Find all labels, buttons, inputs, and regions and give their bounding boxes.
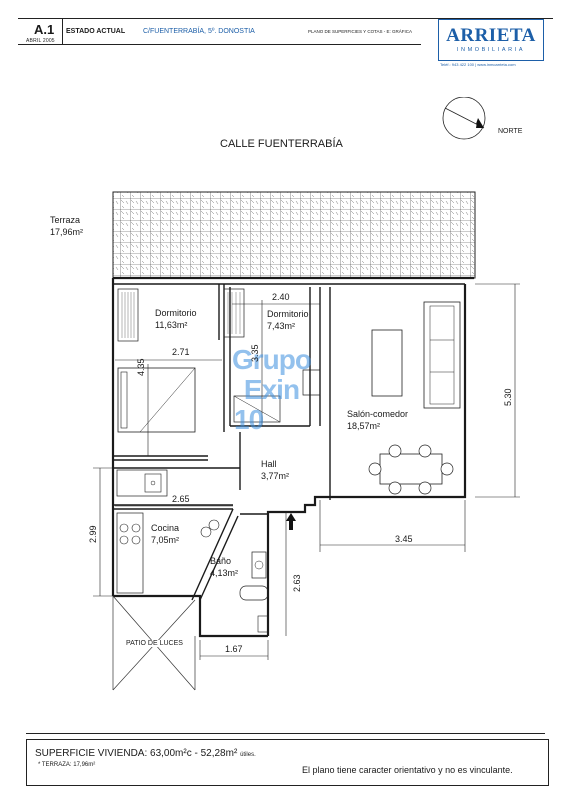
dim-2-40: 2.40 [272, 292, 290, 302]
bed-single [233, 395, 281, 423]
header-bottom-rule [18, 44, 421, 45]
room-terraza-area: 17,96m² [50, 227, 84, 237]
entrance-arrow-icon [286, 513, 296, 530]
room-hall: Hall 3,77m² [261, 458, 289, 482]
room-salon-name: Salón-comedor [347, 409, 409, 419]
sink [144, 473, 162, 493]
room-dormitorio-2-area: 7,43m² [267, 321, 296, 331]
room-hall-name: Hall [261, 459, 277, 469]
street-name: CALLE FUENTERRABÍA [220, 138, 343, 150]
surface-label: SUPERFICIE VIVIENDA: 63,00m²c - 52,28m² [35, 748, 238, 759]
header-separator [62, 18, 63, 44]
room-salon: Salón-comedor 18,57m² [347, 408, 408, 432]
room-dormitorio-2-name: Dormitorio [267, 309, 309, 319]
dim-2-99: 2.99 [88, 525, 98, 543]
coffee-table [371, 329, 403, 397]
surface-suffix: útiles. [240, 752, 256, 758]
room-bano: Baño 4,13m² [210, 555, 238, 579]
dim-4-35: 4.35 [136, 358, 146, 376]
watermark-line-3: 10 [234, 404, 264, 435]
surface-summary: SUPERFICIE VIVIENDA: 63,00m²c - 52,28m² … [35, 748, 256, 759]
room-dormitorio-1: Dormitorio 11,63m² [155, 307, 197, 331]
plan-type: PLANO DE SUPERFICIES Y COTAS - E: GRÁFIC… [308, 29, 413, 34]
inner-walls [113, 283, 465, 601]
state-label: ESTADO ACTUAL [66, 28, 126, 35]
room-terraza-name: Terraza [50, 215, 81, 225]
outer-walls [111, 276, 474, 638]
logo-name: ARRIETA [446, 25, 536, 46]
wardrobe [117, 288, 139, 342]
kitchen-counter-2 [116, 512, 144, 594]
north-label: NORTE [498, 128, 523, 135]
watermark-line-1: Grupo [232, 344, 312, 375]
wardrobe-2 [223, 288, 245, 338]
room-terraza: Terraza 17,96m² [50, 214, 83, 238]
bed-double [117, 367, 196, 433]
room-bano-name: Baño [210, 556, 232, 566]
disclaimer: El plano tiene caracter orientativo y no… [302, 765, 513, 775]
patio-label: PATIO DE LUCES [125, 640, 184, 647]
room-cocina-area: 7,05m² [151, 535, 180, 545]
dining-chairs [368, 444, 454, 495]
sheet-date: ABRIL 2005 [26, 38, 55, 44]
logo-subtitle: INMOBILIARIA [456, 47, 526, 53]
room-bano-area: 4,13m² [210, 568, 239, 578]
room-cocina-name: Cocina [151, 523, 180, 533]
room-salon-area: 18,57m² [347, 421, 381, 431]
footer-top-rule [26, 733, 545, 734]
dim-3-45: 3.45 [395, 534, 413, 544]
room-dormitorio-2: Dormitorio 7,43m² [267, 308, 309, 332]
contact-info: Teléf.: 943 422 100 | www.inmoarrieta.co… [440, 62, 516, 67]
room-dormitorio-1-name: Dormitorio [155, 308, 197, 318]
toilet [239, 585, 269, 601]
dim-5-30: 5.30 [503, 388, 513, 406]
dim-2-63: 2.63 [292, 574, 302, 592]
dim-1-67: 1.67 [225, 644, 243, 654]
terrace-area [112, 191, 476, 279]
room-hall-area: 3,77m² [261, 471, 290, 481]
address: C/FUENTERRABÍA, 5º. DONOSTIA [143, 28, 255, 35]
dining-table [379, 453, 443, 485]
footer-box [26, 739, 549, 786]
company-logo: ARRIETA INMOBILIARIA [438, 19, 544, 61]
kitchen-counter [116, 469, 168, 497]
sofa [423, 301, 461, 409]
north-arrow-icon [442, 97, 486, 140]
dimension-lines [93, 283, 520, 660]
room-cocina: Cocina 7,05m² [151, 522, 179, 546]
watermark: Grupo Exin 10 [232, 344, 312, 435]
terrace-note: * TERRAZA: 17,96m² [38, 762, 96, 768]
dim-2-71: 2.71 [172, 347, 190, 357]
room-dormitorio-1-area: 11,63m² [155, 320, 188, 330]
cooktop [119, 523, 141, 545]
watermark-line-2: Exin [243, 374, 300, 405]
bath-sink [251, 551, 267, 579]
header-top-rule [18, 18, 553, 19]
sheet-id: A.1 [34, 22, 55, 37]
dim-2-65: 2.65 [172, 494, 190, 504]
dim-3-35: 3.35 [250, 344, 260, 362]
